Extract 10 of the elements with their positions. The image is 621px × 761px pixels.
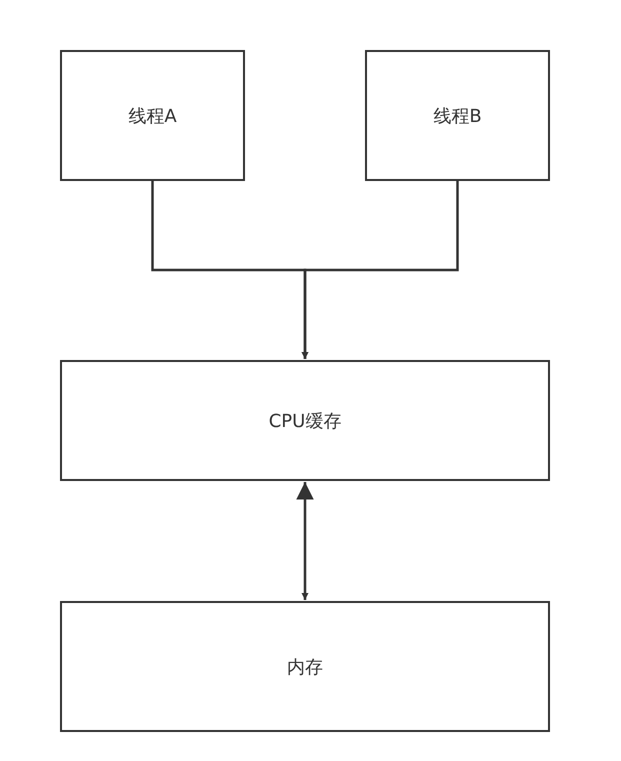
box-label: 线程A (128, 104, 177, 128)
box-label: CPU缓存 (268, 410, 342, 432)
box-label: 内存 (287, 656, 323, 678)
process-box (60, 360, 550, 481)
process-box (60, 50, 245, 181)
arrow (296, 482, 314, 600)
arrow (302, 181, 459, 359)
box-label: 线程B (433, 104, 482, 128)
process-box (365, 50, 550, 181)
process-box (60, 601, 550, 732)
